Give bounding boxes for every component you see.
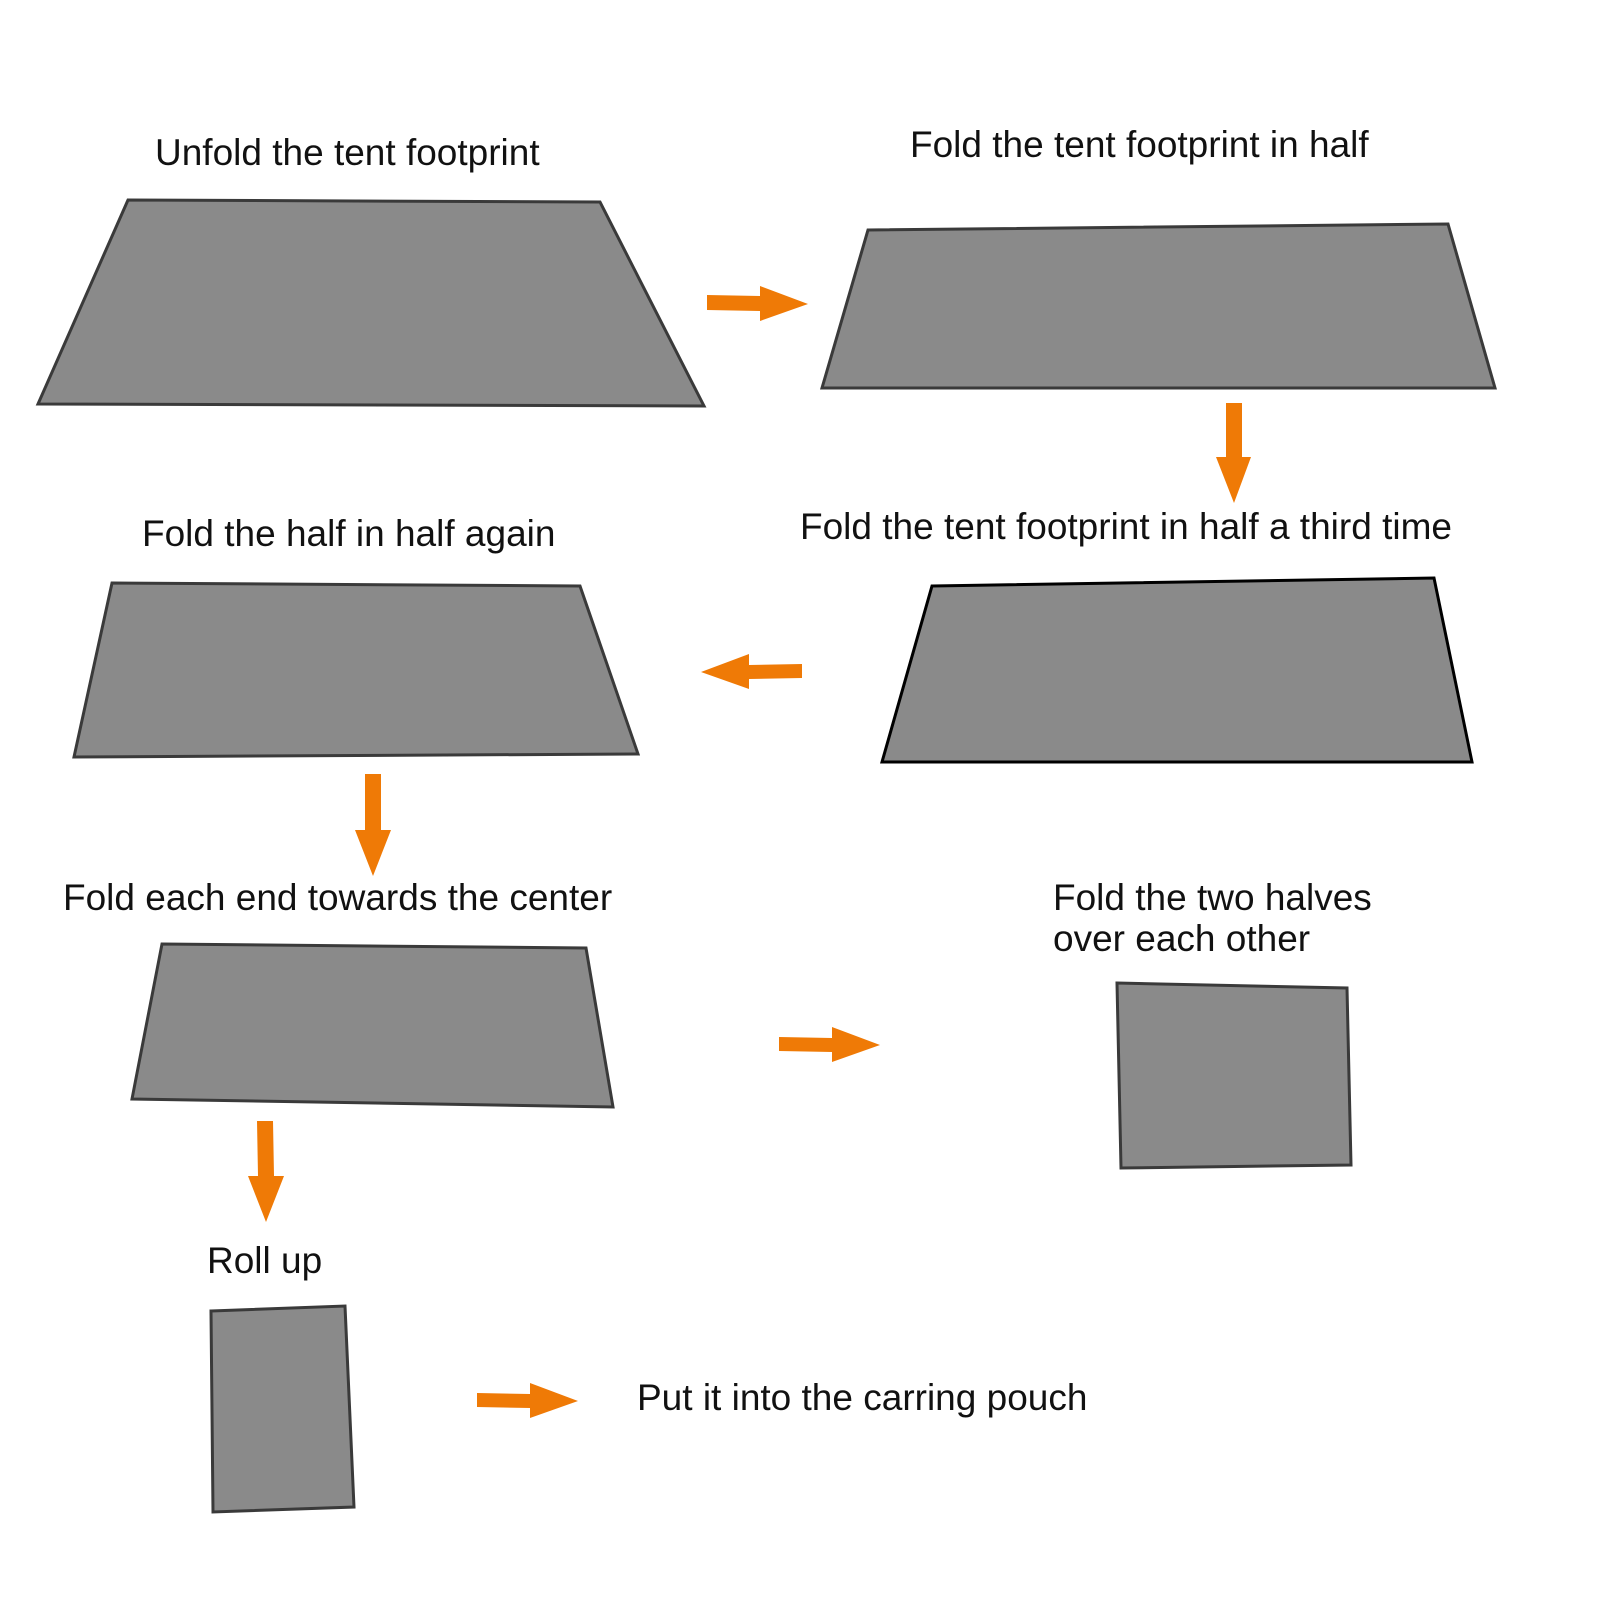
- step-6-label-line-1: Fold the two halves: [1053, 877, 1372, 918]
- arrow-2-down: [1216, 403, 1251, 503]
- arrow-5-right: [779, 1027, 880, 1062]
- step-2-label: Fold the tent footprint in half: [910, 124, 1369, 165]
- step-8-label: Put it into the carring pouch: [637, 1377, 1087, 1418]
- step-5-footprint-sheet: [130, 942, 615, 1109]
- step-7-label: Roll up: [207, 1240, 322, 1281]
- step-3-label: Fold the tent footprint in half a third …: [800, 506, 1452, 547]
- step-2-footprint-sheet: [820, 222, 1497, 390]
- step-6-footprint-sheet: [1115, 981, 1353, 1170]
- arrow-4-down: [355, 774, 391, 876]
- step-3-footprint-sheet: [880, 576, 1474, 764]
- step-1-footprint-sheet: [35, 198, 707, 408]
- step-1-label: Unfold the tent footprint: [155, 132, 540, 173]
- step-6-label-line-2: over each other: [1053, 918, 1310, 959]
- step-5-label: Fold each end towards the center: [63, 877, 612, 918]
- step-7-rolled-footprint: [209, 1304, 356, 1514]
- arrow-1-right: [707, 286, 808, 321]
- step-4-label: Fold the half in half again: [142, 513, 555, 554]
- step-4-footprint-sheet: [72, 581, 641, 759]
- arrow-6-down: [248, 1121, 284, 1222]
- arrow-3-left: [701, 654, 802, 689]
- arrow-7-right: [477, 1383, 578, 1418]
